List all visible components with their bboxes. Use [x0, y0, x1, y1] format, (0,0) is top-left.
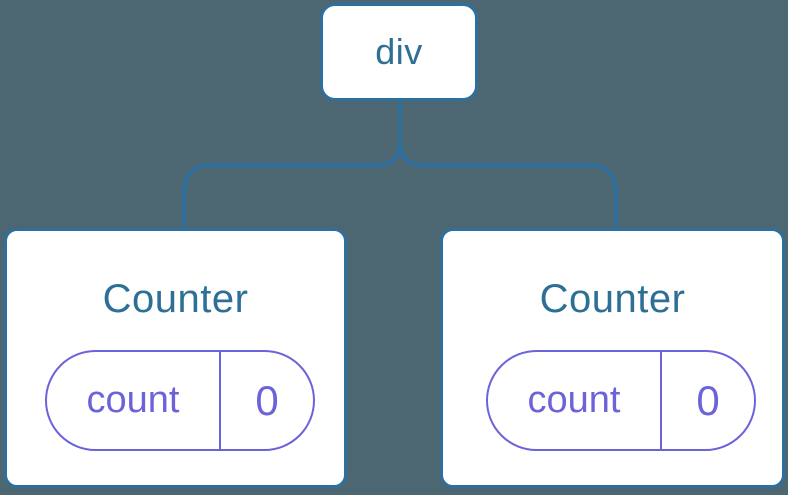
- tree-node-counter-left: Counter count 0: [4, 228, 347, 488]
- connector-right-branch: [398, 101, 618, 228]
- tree-node-div: div: [320, 3, 478, 101]
- state-divider: [660, 352, 662, 449]
- state-key: count: [86, 379, 180, 421]
- state-divider: [219, 352, 221, 449]
- state-value: 0: [255, 376, 279, 424]
- node-label: div: [375, 31, 423, 72]
- component-name: Counter: [102, 277, 249, 321]
- state-pill: count 0: [45, 350, 315, 451]
- connector-left-branch: [182, 101, 402, 228]
- state-pill: count 0: [486, 350, 756, 451]
- component-name: Counter: [539, 277, 686, 321]
- state-key: count: [527, 379, 621, 421]
- state-value: 0: [696, 376, 720, 424]
- tree-node-counter-right: Counter count 0: [440, 228, 785, 488]
